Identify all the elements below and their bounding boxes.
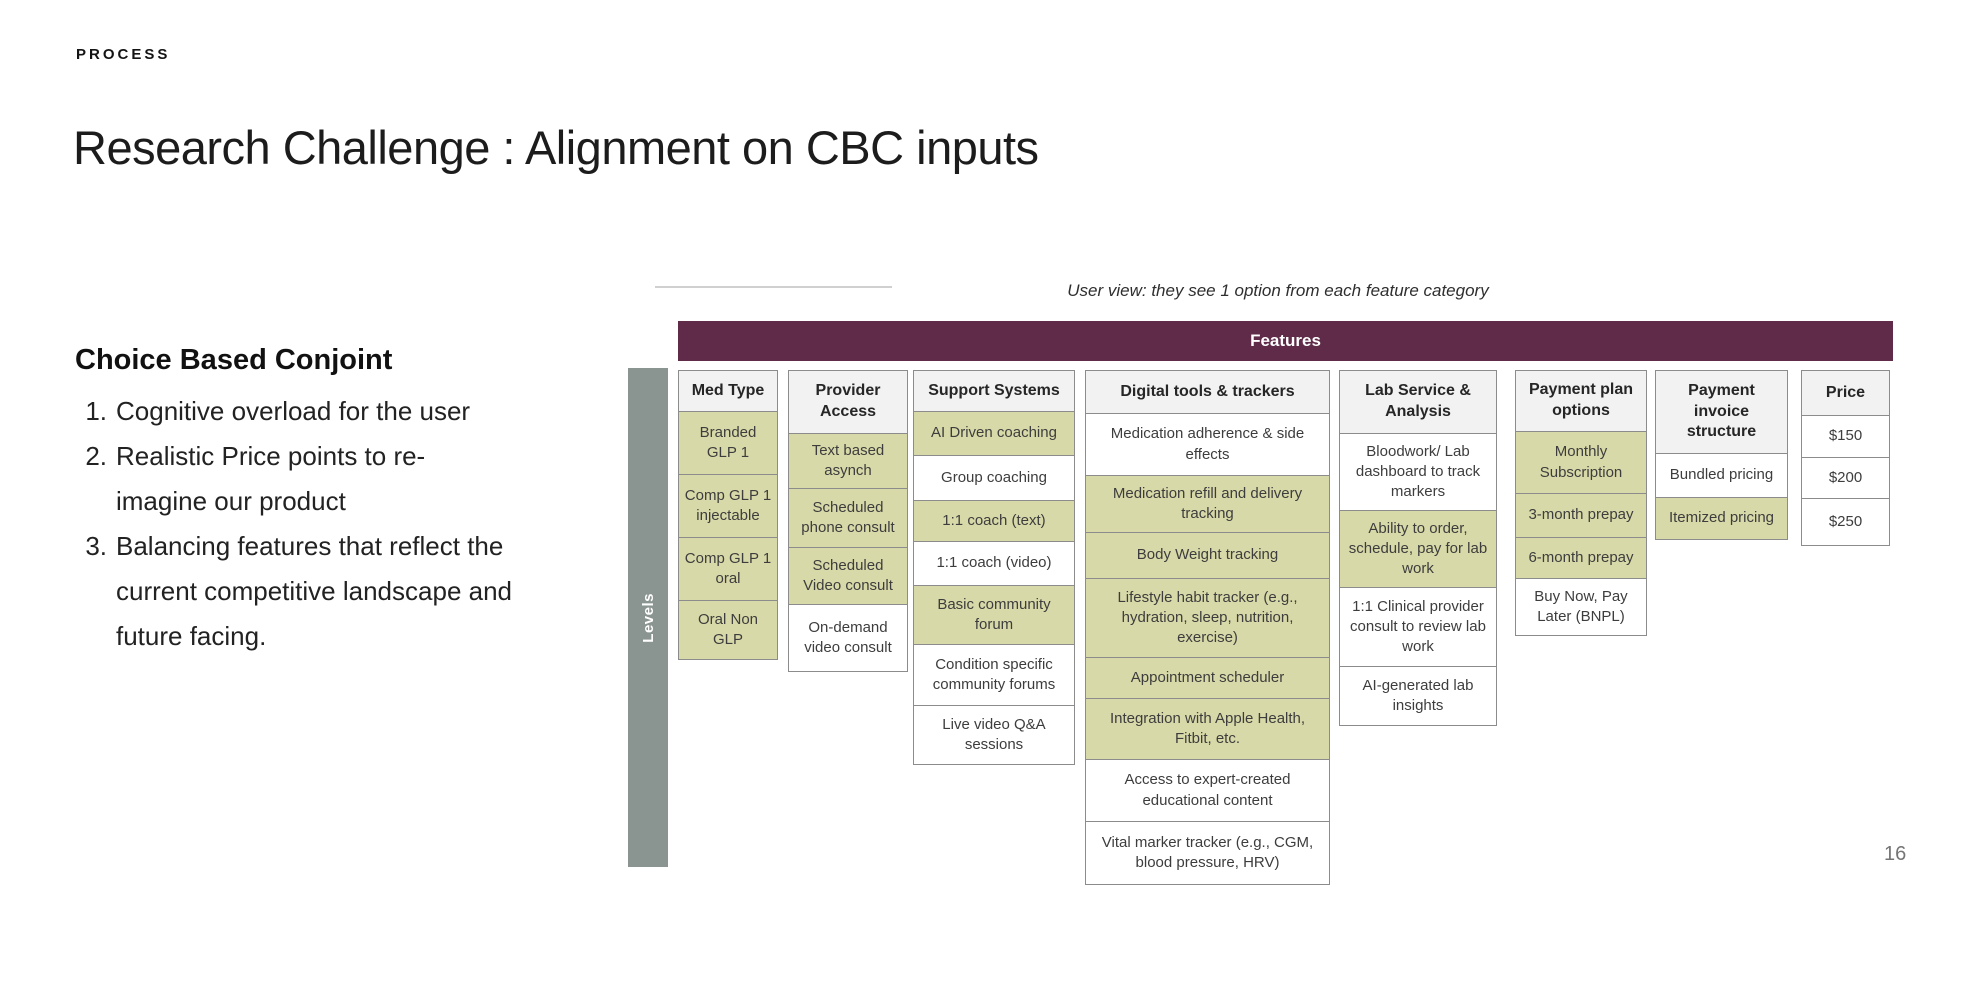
level-cell: 1:1 coach (video) [913, 541, 1075, 586]
choice-based-conjoint-panel: Choice Based Conjoint 1. Cognitive overl… [75, 344, 545, 659]
level-cell: Live video Q&A sessions [913, 705, 1075, 765]
level-cell: 3-month prepay [1515, 493, 1647, 538]
level-cell: Branded GLP 1 [678, 411, 778, 475]
list-item-text: Cognitive overload for the user [116, 396, 471, 426]
column-header: Digital tools & trackers [1085, 370, 1330, 414]
level-cell: Body Weight tracking [1085, 532, 1330, 579]
list-item-number: 3. [85, 531, 107, 561]
features-label: Features [1250, 331, 1321, 350]
levels-sidebar: Levels [628, 368, 668, 867]
level-cell: Group coaching [913, 455, 1075, 501]
level-cell: Medication refill and delivery tracking [1085, 475, 1330, 533]
level-cell: Oral Non GLP [678, 600, 778, 660]
level-cell: Comp GLP 1 oral [678, 537, 778, 601]
level-cell: Monthly Subscription [1515, 431, 1647, 494]
list-item: 1. Cognitive overload for the user [75, 389, 545, 434]
panel-heading: Choice Based Conjoint [75, 344, 393, 376]
level-cell: Scheduled Video consult [788, 547, 908, 605]
level-cell: 6-month prepay [1515, 537, 1647, 579]
page-number: 16 [1884, 843, 1907, 865]
level-cell: Access to expert-created educational con… [1085, 759, 1330, 822]
level-cell: AI Driven coaching [913, 411, 1075, 456]
level-cell: Medication adherence & side effects [1085, 413, 1330, 476]
page-title: Research Challenge : Alignment on CBC in… [73, 121, 1039, 174]
level-cell: Comp GLP 1 injectable [678, 474, 778, 538]
level-cell: 1:1 Clinical provider consult to review … [1339, 587, 1497, 667]
column-header: Price [1801, 370, 1890, 416]
level-cell: Basic community forum [913, 585, 1075, 645]
list-item-text: Balancing features that reflect the curr… [116, 531, 513, 651]
column-header: Provider Access [788, 370, 908, 434]
list-item: 2. Realistic Price points to re-imagine … [75, 434, 545, 524]
level-cell: 1:1 coach (text) [913, 500, 1075, 542]
feature-column-price: Price$150$200$250 [1801, 370, 1890, 546]
level-cell: Appointment scheduler [1085, 657, 1330, 699]
level-cell: $200 [1801, 457, 1890, 499]
column-header: Payment plan options [1515, 370, 1647, 432]
level-cell: Text based asynch [788, 433, 908, 489]
list-item: 3. Balancing features that reflect the c… [75, 524, 545, 659]
level-cell: Scheduled phone consult [788, 488, 908, 548]
level-cell: On-demand video consult [788, 604, 908, 672]
level-cell: Condition specific community forums [913, 644, 1075, 706]
divider-line [655, 286, 892, 288]
column-header: Support Systems [913, 370, 1075, 412]
level-cell: Integration with Apple Health, Fitbit, e… [1085, 698, 1330, 760]
level-cell: Lifestyle habit tracker (e.g., hydration… [1085, 578, 1330, 658]
column-header: Med Type [678, 370, 778, 412]
list-item-number: 1. [85, 396, 107, 426]
level-cell: Bundled pricing [1655, 453, 1788, 498]
column-header: Lab Service & Analysis [1339, 370, 1497, 434]
user-view-annotation: User view: they see 1 option from each f… [1067, 281, 1489, 300]
features-header-bar: Features [678, 321, 1893, 361]
list-item-number: 2. [85, 441, 107, 471]
eyebrow-label: PROCESS [76, 46, 171, 63]
column-header: Payment invoice structure [1655, 370, 1788, 454]
level-cell: Bloodwork/ Lab dashboard to track marker… [1339, 433, 1497, 511]
challenge-list: 1. Cognitive overload for the user 2. Re… [75, 389, 545, 659]
level-cell: $150 [1801, 415, 1890, 458]
level-cell: AI-generated lab insights [1339, 666, 1497, 726]
level-cell: $250 [1801, 498, 1890, 546]
level-cell: Buy Now, Pay Later (BNPL) [1515, 578, 1647, 636]
level-cell: Vital marker tracker (e.g., CGM, blood p… [1085, 821, 1330, 885]
level-cell: Ability to order, schedule, pay for lab … [1339, 510, 1497, 588]
levels-label: Levels [639, 592, 657, 643]
level-cell: Itemized pricing [1655, 497, 1788, 540]
list-item-text: Realistic Price points to re-imagine our… [116, 441, 426, 516]
